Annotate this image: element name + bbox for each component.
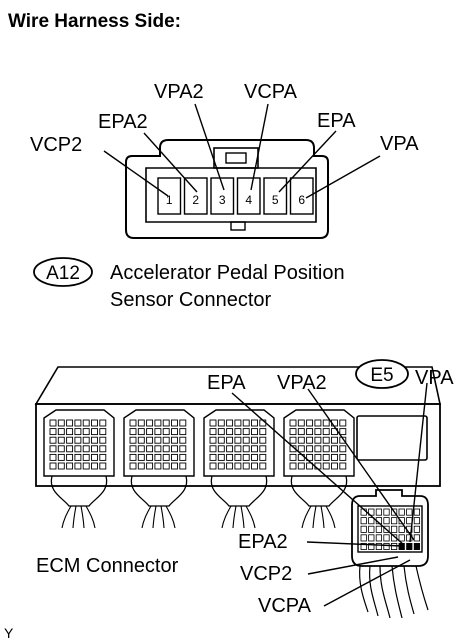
e5-pin [383,534,390,542]
a12-pin-cells: 1 2 3 4 5 6 [157,177,314,215]
wire-bundle [290,475,348,529]
a12-connector-body [125,139,329,239]
e5-pin [413,508,421,516]
e5-label-epa2: EPA2 [238,531,288,553]
ecm-wire-bundles [50,475,348,529]
e5-pin [383,525,390,533]
e5-leader-lines [231,382,428,607]
e5-label-vcp2: VCP2 [240,563,292,585]
wire-bundle [50,475,108,529]
e5-pin [398,534,405,542]
e5-pin [390,543,398,551]
a12-pin-number: 6 [298,193,305,207]
e5-pin [406,517,413,525]
a12-pin-number: 4 [245,193,252,207]
e5-pin [360,525,367,533]
e5-pin [406,543,413,551]
a12-label-vcpa: VCPA [244,81,298,103]
e5-pin [368,517,375,525]
a12-pin-cell: 3 [210,177,235,215]
e5-pin [360,517,367,525]
e5-pin [360,543,367,551]
a12-badge-text: A12 [46,263,80,284]
a12-label-vpa2: VPA2 [154,81,204,103]
a12-badge: A12 [33,257,93,287]
e5-pin [360,534,367,542]
ecm-body [34,366,441,487]
e5-pin [375,543,383,551]
wire-bundle [130,475,188,529]
a12-pin-cell: 6 [289,177,314,215]
e5-pin [413,517,421,525]
a12-pin-number: 3 [219,193,226,207]
a12-caption-line2: Sensor Connector [110,289,272,311]
e5-label-epa: EPA [207,372,246,394]
wire-bundle [210,475,268,529]
e5-pin [406,508,413,516]
e5-label-vcpa: VCPA [258,595,312,617]
e5-pin [383,517,390,525]
a12-pin-cell: 2 [183,177,208,215]
e5-badge-text: E5 [370,365,393,386]
e5-wires [359,565,429,619]
ecm-caption: ECM Connector [36,555,179,577]
ecm-connector-block [283,409,355,477]
a12-caption-line1: Accelerator Pedal Position [110,262,345,284]
a12-pin-cell: 5 [263,177,288,215]
ecm-connector-block [123,409,195,477]
a12-label-vcp2: VCP2 [30,134,82,156]
a12-pin-cell: 4 [236,177,261,215]
e5-label-vpa: VPA [415,367,454,389]
a12-pin-number: 1 [166,193,173,207]
e5-plug [351,489,429,567]
a12-label-epa2: EPA2 [98,111,148,133]
a12-pin-number: 2 [192,193,199,207]
a12-leader-lines [103,103,381,199]
e5-pin [413,543,421,551]
e5-pin [383,508,390,516]
e5-pin [398,525,405,533]
ecm-connector-block [203,409,275,477]
a12-label-vpa: VPA [380,133,419,155]
e5-pin [383,543,390,551]
corner-mark: Y [4,625,14,641]
e5-pin [368,534,375,542]
e5-label-vpa2: VPA2 [277,372,327,394]
e5-pin [390,517,398,525]
e5-pin [398,517,405,525]
e5-pin [368,525,375,533]
e5-pin [390,525,398,533]
e5-pin [368,543,375,551]
a12-label-epa: EPA [317,110,356,132]
e5-badge: E5 [355,359,409,389]
e5-pin [375,525,383,533]
a12-pin-number: 5 [272,193,279,207]
e5-pin [390,508,398,516]
e5-pin [413,534,421,542]
e5-pin [375,508,383,516]
ecm-connector-blocks [43,409,355,477]
a12-pin-cell: 1 [157,177,182,215]
ecm-connector-block [43,409,115,477]
e5-pin [413,525,421,533]
e5-pin [398,508,405,516]
page-title: Wire Harness Side: [8,11,181,32]
e5-pin [375,534,383,542]
